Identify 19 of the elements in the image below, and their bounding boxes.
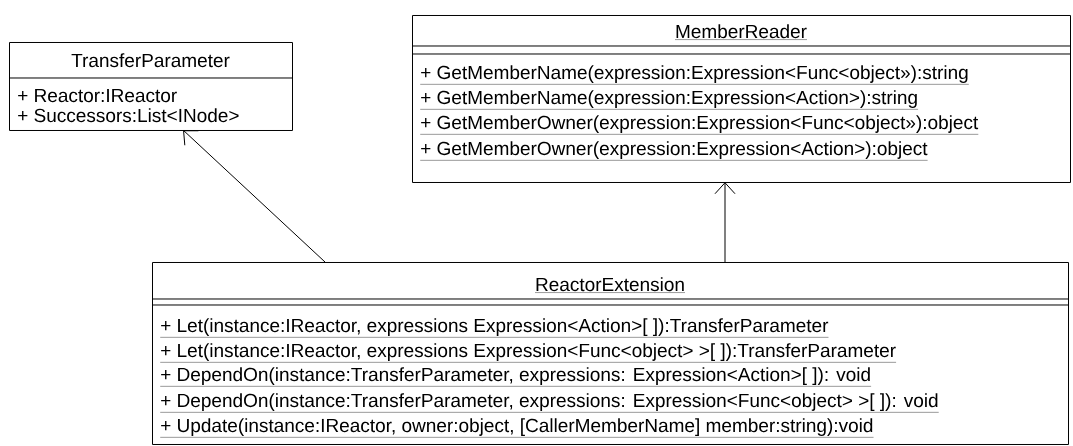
method-text: + Let(instance:IReactor, expressions Expression<Action>[ ]):TransferParameter: [160, 318, 829, 338]
method-text: + GetMemberName(expression:Expression<Action>):string: [420, 90, 919, 110]
class-box: [8, 42, 293, 131]
association-arrow: [183, 130, 326, 263]
method-text: + GetMemberOwner(expression:Expression<Func<object»):object: [420, 115, 979, 135]
method-text: + GetMemberName(expression:Expression<Func<object»):string: [420, 65, 969, 85]
class-box: [151, 262, 1069, 445]
class-name: TransferParameter: [71, 53, 230, 68]
method-text: + Update(instance:IReactor, owner:object, [CallerMemberName] member:string):void: [160, 418, 874, 438]
attribute-text: + Reactor:IReactor: [18, 88, 177, 103]
class-box: [411, 15, 1071, 183]
method-text: + DependOn(instance:TransferParameter, expressions: Expression<Func<object> >[ ]): void: [160, 393, 939, 413]
class-name: MemberReader: [674, 24, 808, 40]
method-text: + Let(instance:IReactor, expressions Expression<Func<object> >[ ]):TransferParameter: [160, 343, 897, 363]
method-text: + DependOn(instance:TransferParameter, expressions: Expression<Action>[ ]): void: [160, 367, 872, 387]
association-arrow: [714, 182, 736, 263]
attribute-text: + Successors:List<INode>: [18, 108, 239, 123]
class-name: ReactorExtension: [534, 277, 686, 293]
method-text: + GetMemberOwner(expression:Expression<Action>):object: [420, 141, 928, 161]
